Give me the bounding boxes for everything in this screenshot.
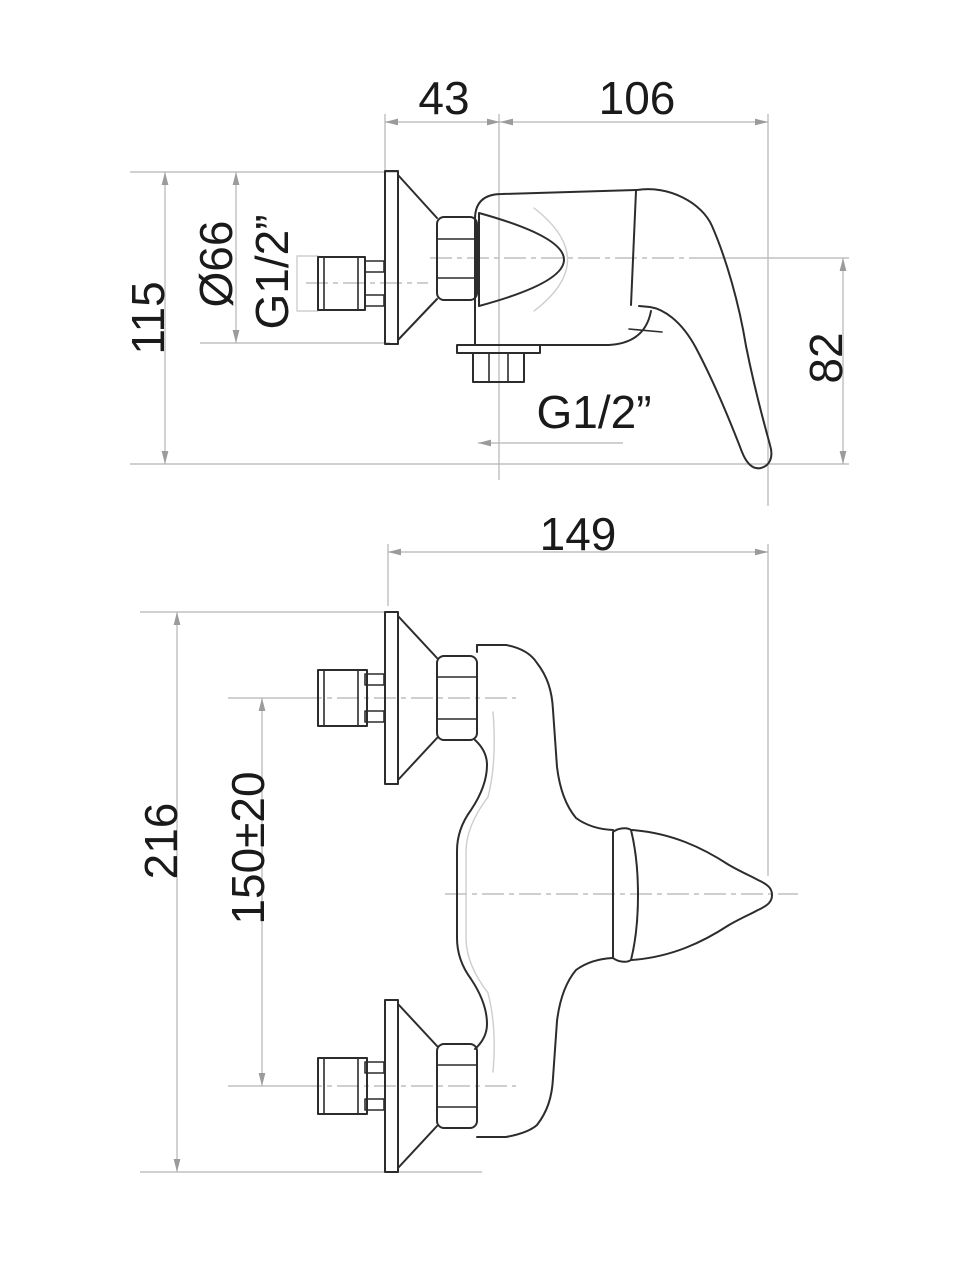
dim-label-82: 82 [800,332,852,383]
mixer-body [474,189,638,346]
dim-label-149: 149 [540,508,617,560]
front-view-labels: 149 216 150±20 [135,508,616,925]
side-view-labels: 43 106 115 Ø66 G1/2” 82 G1/2” [122,72,852,438]
body-top-right-edge [476,644,614,831]
arrowhead [232,172,240,185]
escutcheon-plate [384,999,399,1173]
tailpiece-thread-lines [323,1057,359,1115]
hex-nut [436,655,478,741]
front-view-dimension-lines [140,544,769,1173]
top-inlet-connector [317,611,478,785]
arrowhead [839,258,847,271]
arrowhead [478,439,491,447]
arrowhead [161,172,169,185]
bottom-inlet-connector [317,999,478,1173]
escutcheon-plate [384,170,399,345]
arrowhead [232,330,240,343]
dim-label-wall-thread: G1/2” [246,214,298,329]
arrowhead [173,612,181,625]
arrowhead [385,118,398,126]
arrowhead [388,548,401,556]
dim-label-outlet-thread: G1/2” [536,386,651,438]
outlet-thread-lines [488,352,509,383]
hex-nut-flats [436,238,478,279]
dim-label-216: 216 [135,803,187,880]
front-view: 149 216 150±20 [135,508,798,1173]
dim-label-115: 115 [122,281,174,354]
arrowhead [258,1073,266,1086]
hex-nut-flats [436,676,478,720]
hex-nut-flats [436,1064,478,1108]
escutcheon-cone [397,174,438,341]
wall-tailpiece [317,669,368,727]
handle-cap-edge [630,190,637,306]
arrowhead [258,698,266,711]
outlet-flange [456,344,541,354]
side-view-faucet [296,170,773,470]
arrowhead [755,118,768,126]
front-view-faucet [317,611,773,1173]
handle-cone [631,829,773,961]
arrowhead [839,451,847,464]
handle-base-ledge [628,328,663,333]
mixer-body-bottom [539,310,652,346]
wall-tailpiece [317,256,366,311]
arrowhead [161,451,169,464]
body-left-edge-middle [456,739,488,1050]
tailpiece-thread-lines [323,256,359,311]
outlet-nipple [472,352,525,383]
arrowhead [487,118,500,126]
arrowhead [500,118,513,126]
body-bottom-right-edge [476,957,614,1138]
wall-union-ghost [296,255,319,312]
dim-label-106: 106 [599,72,676,124]
handle-base-ring [612,827,639,963]
wall-tailpiece [317,1057,368,1115]
arrowhead [173,1159,181,1172]
hex-nut [436,1043,478,1129]
dim-label-150-20: 150±20 [222,771,274,924]
cartridge-dome-highlight [533,207,569,312]
lever-handle [636,188,773,470]
cartridge-dome [478,212,565,307]
escutcheon-plate [384,611,399,785]
dim-label-flange-diameter: Ø66 [190,221,242,308]
side-view: 43 106 115 Ø66 G1/2” 82 G1/2” [122,72,852,506]
hex-nut [436,216,478,301]
body-highlight-line [465,711,495,1073]
front-view-centerlines [300,697,798,1087]
tailpiece-thread-lines [323,669,359,727]
arrowhead [755,548,768,556]
dim-label-43: 43 [418,72,469,124]
escutcheon-cone [397,1003,438,1169]
escutcheon-cone [397,615,438,781]
